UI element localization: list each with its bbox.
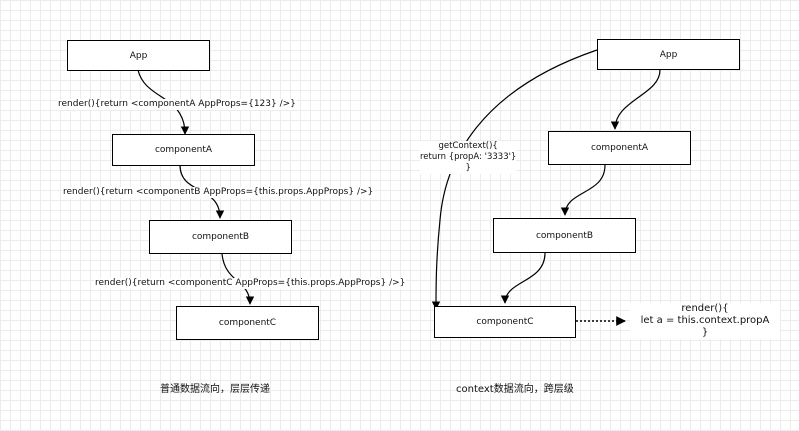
edge-right-app-to-componentA — [610, 69, 661, 130]
left-caption: 普通数据流向，层层传递 — [160, 384, 270, 395]
left-node-componentC-label: componentC — [218, 318, 277, 328]
right-node-componentB-label: componentB — [535, 230, 594, 241]
right-node-componentA-label: componentA — [590, 143, 649, 153]
note-line3: } — [701, 327, 709, 338]
left-node-app-label: App — [129, 50, 148, 61]
note-line1: render(){ — [681, 303, 729, 314]
right-node-componentC-label: componentC — [476, 317, 534, 327]
note-line2: let a = this.context.propA — [640, 315, 770, 326]
left-node-componentB-label: componentB — [191, 232, 250, 242]
left-node-componentC[interactable]: componentC — [176, 306, 319, 340]
left-node-componentA[interactable]: componentA — [112, 134, 255, 166]
right-node-componentC[interactable]: componentC — [434, 306, 576, 338]
right-node-componentA[interactable]: componentA — [548, 131, 691, 165]
context-label-line2: return {propA: '3333'} — [420, 152, 517, 162]
edge-right-componentA-to-componentB — [560, 164, 606, 216]
right-node-app[interactable]: App — [597, 39, 740, 70]
edge-app-to-componentA — [137, 69, 190, 135]
edge-label-app-to-componentA: render(){return <componentA AppProps={12… — [57, 99, 297, 110]
right-node-componentB[interactable]: componentB — [493, 218, 636, 253]
edge-context-app-to-componentC — [431, 49, 598, 310]
edge-label-componentB-to-componentC: render(){return <componentC AppProps={th… — [94, 278, 407, 289]
context-label-line1: getContext(){ — [438, 141, 498, 151]
edge-right-componentB-to-componentC — [500, 252, 546, 304]
edge-label-componentA-to-componentB: render(){return <componentB AppProps={th… — [62, 187, 375, 198]
left-node-componentB[interactable]: componentB — [149, 220, 292, 254]
left-node-componentA-label: componentA — [154, 145, 213, 155]
right-node-app-label: App — [659, 49, 678, 60]
right-caption: context数据流向，跨层级 — [456, 384, 574, 395]
context-usage-note: render(){ let a = this.context.propA } — [630, 303, 780, 339]
context-edge-label: getContext(){ return {propA: '3333'} } — [420, 141, 517, 174]
context-label-line3: } — [465, 163, 471, 173]
left-node-app[interactable]: App — [67, 40, 210, 71]
